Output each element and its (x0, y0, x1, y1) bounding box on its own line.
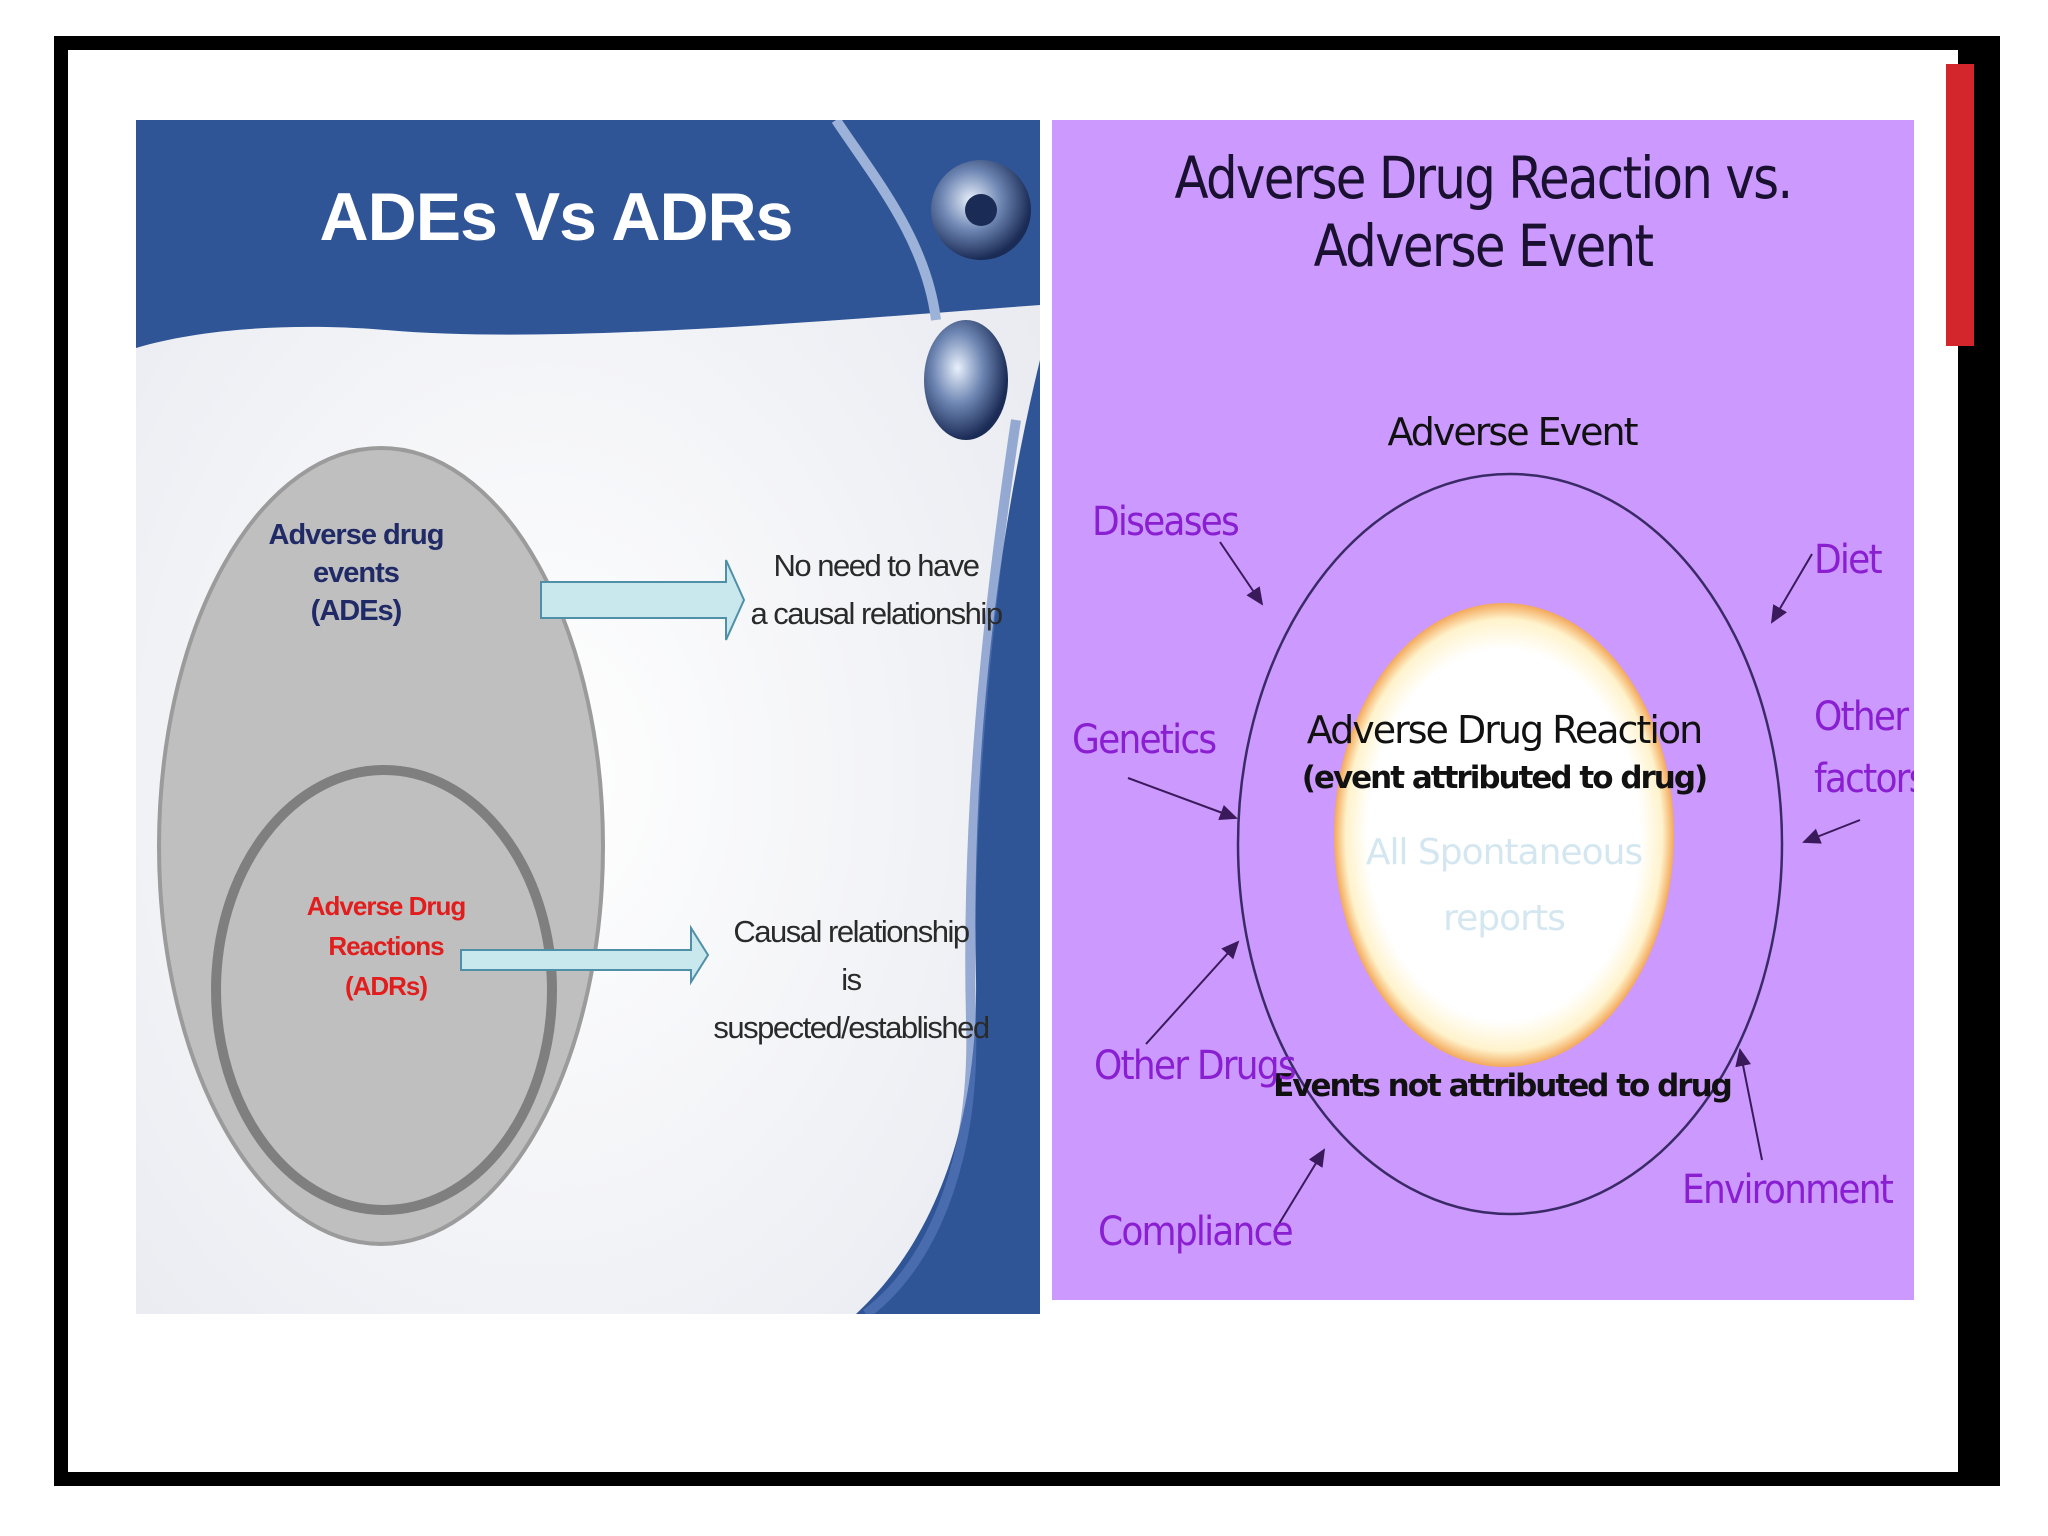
arrow-other-drugs (1145, 940, 1240, 1045)
left-panel-graphics (136, 120, 1040, 1314)
spontaneous-reports-text: All Spontaneous reports (1314, 820, 1694, 952)
note-no-causal: No need to have a causal relationship (746, 542, 1006, 638)
adr-vs-ae-panel: Adverse Drug Reaction vs. Adverse Event … (1052, 120, 1914, 1300)
adr-label-line3: (ADRs) (344, 971, 428, 1001)
right-panel-graphics (1127, 472, 1861, 1233)
factor-genetics: Genetics (1072, 717, 1217, 763)
note-causal: Causal relationship is suspected/establi… (706, 908, 996, 1052)
faded-line2: reports (1443, 898, 1566, 939)
stethoscope-chest-piece (924, 320, 1008, 440)
note2-line2: is suspected/established (713, 962, 990, 1045)
ade-label-line1: Adverse drug events (268, 519, 445, 589)
other-factors-line2: factors (1814, 756, 1914, 802)
adr-label: Adverse Drug Reactions (ADRs) (286, 886, 486, 1006)
arrow-adr (460, 924, 710, 986)
other-factors-line1: Other (1814, 694, 1909, 740)
adr-inner-circle (1334, 603, 1674, 1067)
arrow-genetics (1127, 777, 1238, 820)
right-title: Adverse Drug Reaction vs. Adverse Event (1174, 144, 1793, 280)
adr-inner-ellipse (211, 765, 557, 1215)
factor-environment: Environment (1682, 1167, 1894, 1213)
stethoscope-tube (831, 120, 941, 321)
left-title: ADEs Vs ADRs (319, 179, 794, 255)
stethoscope-center (965, 194, 997, 226)
adverse-event-circle (1236, 472, 1784, 1216)
arrow-ade (540, 559, 746, 641)
arrow-other-factors (1802, 819, 1861, 844)
adr-subtitle: (event attributed to drug) (1301, 760, 1708, 796)
ades-vs-adrs-panel: ADEs Vs ADRs Adverse drug events (ADEs) … (136, 120, 1040, 1314)
arrow-diet (1770, 553, 1813, 624)
note1-line1: No need to have (773, 548, 980, 583)
note2-line1: Causal relationship (733, 914, 970, 949)
factor-diet: Diet (1814, 537, 1883, 583)
factor-compliance: Compliance (1098, 1209, 1294, 1255)
adr-label-line2: Reactions (328, 931, 444, 961)
ade-label: Adverse drug events (ADEs) (226, 516, 486, 630)
arrow-diseases (1219, 541, 1264, 606)
factor-arrows (1127, 541, 1861, 1233)
adverse-event-label: Adverse Event (1387, 410, 1638, 454)
adr-label-line1: Adverse Drug (306, 891, 467, 921)
red-accent-bar (1946, 64, 1974, 346)
adr-title: Adverse Drug Reaction (1306, 708, 1703, 752)
ade-label-line2: (ADEs) (310, 595, 403, 627)
swoosh-highlight (863, 419, 1021, 1314)
note1-line2: a causal relationship (750, 596, 1003, 631)
header-band (136, 120, 1040, 348)
events-not-attributed-label: Events not attributed to drug (1273, 1068, 1733, 1104)
ade-outer-ellipse (157, 446, 605, 1246)
arrow-compliance (1273, 1148, 1326, 1233)
right-swoosh (856, 360, 1040, 1314)
faded-line1: All Spontaneous (1365, 832, 1643, 873)
arrow-environment (1735, 1048, 1763, 1161)
factor-other-drugs: Other Drugs (1094, 1043, 1297, 1089)
factor-other-factors: Other factors (1814, 686, 1914, 810)
factor-diseases: Diseases (1092, 499, 1240, 545)
